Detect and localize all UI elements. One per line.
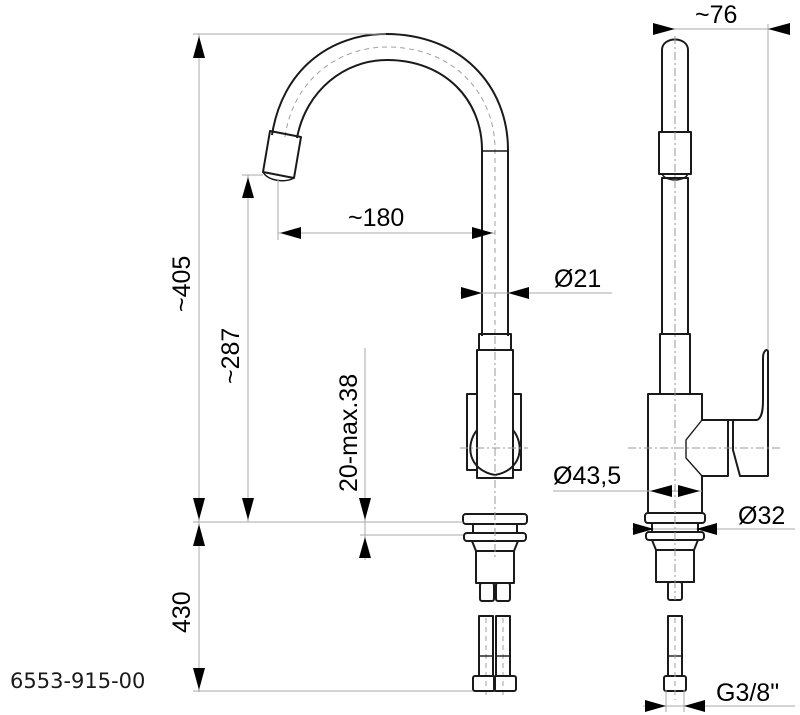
aerator <box>262 130 302 179</box>
dimension-labels: ~405 ~287 20-max.38 430 ~180 Ø21 ~76 Ø43… <box>10 1 785 707</box>
spout-outer-contour <box>271 33 509 336</box>
dimension-lines <box>193 23 795 712</box>
dim-connection-thread: G3/8" <box>716 679 779 707</box>
lever-side <box>728 349 769 477</box>
side-view <box>628 36 780 700</box>
part-number: 6553-915-00 <box>10 669 145 693</box>
dim-body-diameter: Ø43,5 <box>553 462 621 490</box>
lever-outline <box>466 393 522 471</box>
aerator-tip <box>262 171 295 182</box>
dim-total-height: ~405 <box>168 256 196 312</box>
hose-nut-right <box>493 675 517 692</box>
dim-hose-length: 430 <box>168 591 196 633</box>
hose-stub-right <box>495 582 511 602</box>
dim-spout-reach: ~180 <box>348 204 404 232</box>
dim-countertop-thickness: 20-max.38 <box>335 374 363 492</box>
dim-spout-diameter: Ø21 <box>554 265 601 293</box>
dim-mount-diameter: Ø32 <box>738 502 785 530</box>
dim-spout-outlet-height: ~287 <box>217 328 245 384</box>
hose-stub-left <box>479 582 495 602</box>
hose-nut-left <box>472 675 496 692</box>
spout-inner-contour <box>296 59 483 336</box>
dim-depth: ~76 <box>695 1 737 29</box>
front-view <box>262 33 528 695</box>
body-side-cone <box>685 419 703 477</box>
body-side <box>647 393 729 514</box>
